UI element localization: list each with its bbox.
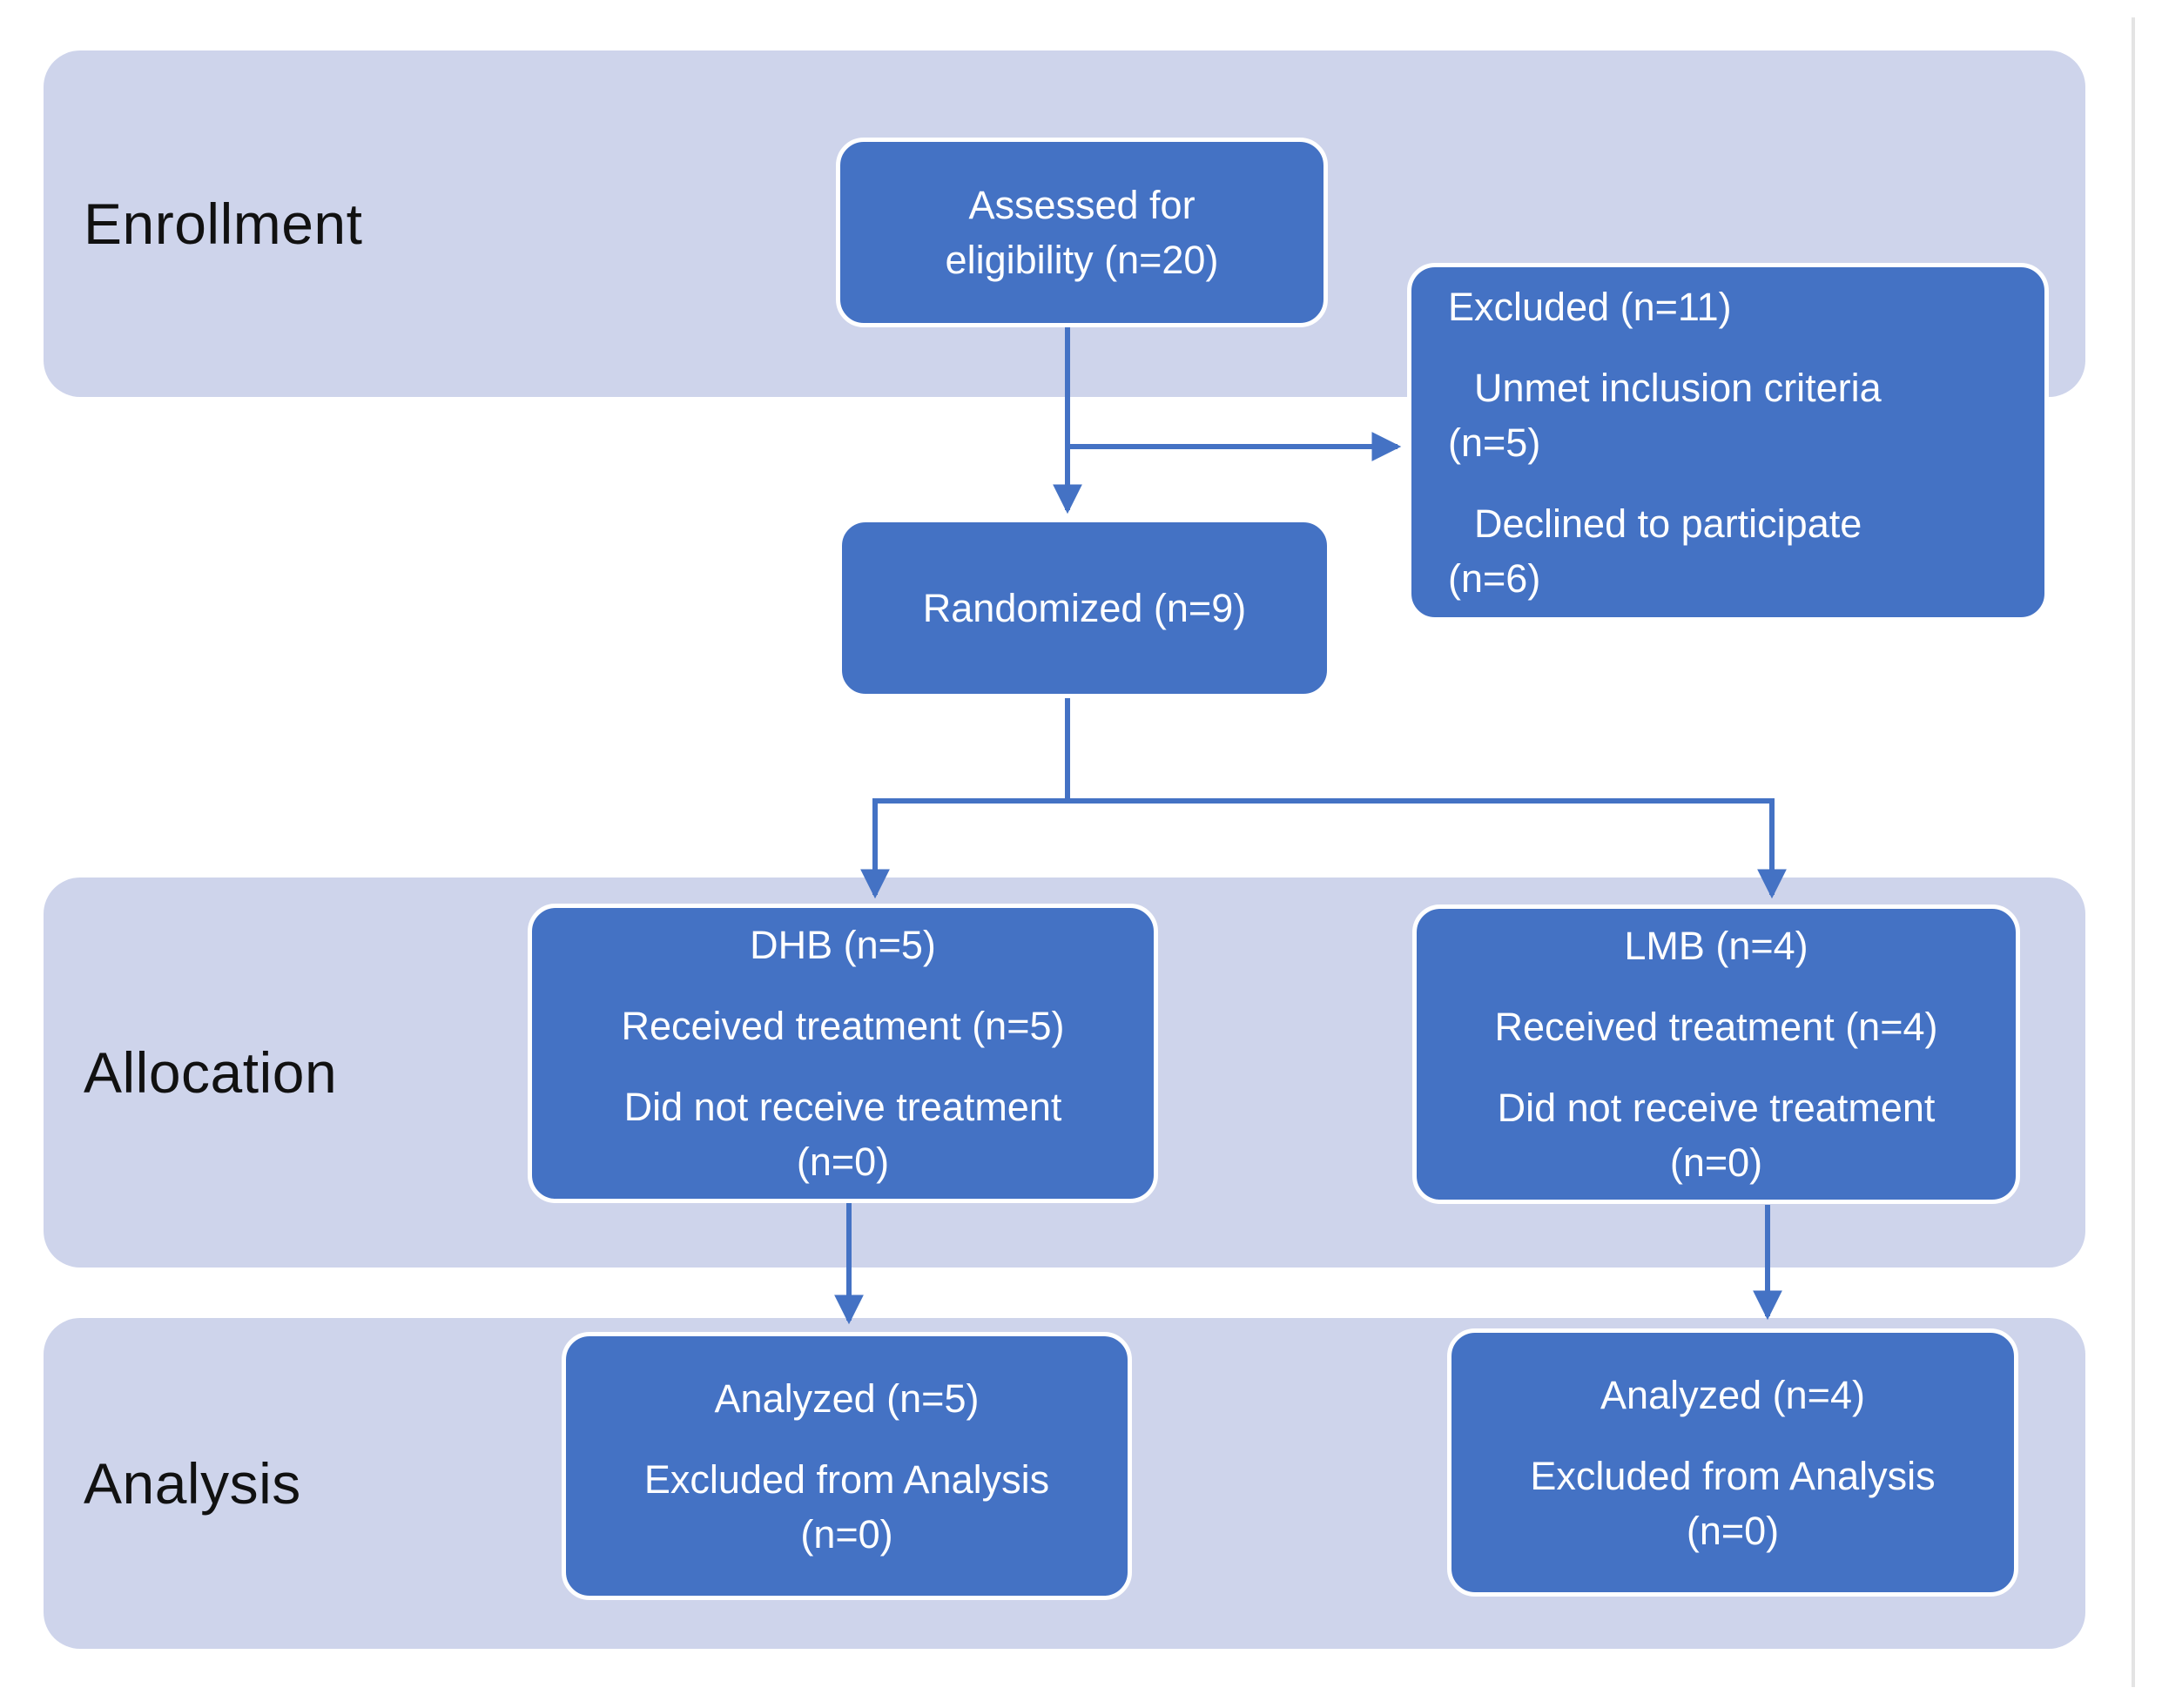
analysis-label: Analysis (84, 1451, 301, 1516)
excluded-reason-count: (n=5) (1448, 420, 1541, 465)
assessed-line: Assessed for (968, 183, 1195, 227)
randomized-box: Randomized (n=9) (838, 518, 1331, 698)
lmb-allocation-box: LMB (n=4) Received treatment (n=4) Did n… (1412, 904, 2020, 1204)
assessed-line: eligibility (n=20) (945, 238, 1219, 282)
analyzed-dhb-box: Analyzed (n=5) Excluded from Analysis (n… (562, 1332, 1132, 1600)
assessed-for-eligibility-box: Assessed for eligibility (n=20) (836, 138, 1328, 327)
dhb-received: Received treatment (n=5) (621, 1004, 1065, 1048)
analyzed-excluded-count: (n=0) (1686, 1508, 1780, 1553)
enrollment-label: Enrollment (84, 192, 363, 256)
dhb-not-received: Did not receive treatment (623, 1085, 1062, 1129)
excluded-reason: Declined to participate (1474, 501, 1862, 546)
dhb-not-received-count: (n=0) (796, 1140, 890, 1184)
excluded-box: Excluded (n=11) Unmet inclusion criteria… (1407, 263, 2049, 622)
analyzed-excluded: Excluded from Analysis (1530, 1453, 1936, 1498)
allocation-label: Allocation (84, 1040, 338, 1105)
excluded-title: Excluded (n=11) (1448, 284, 1732, 329)
analyzed-excluded-count: (n=0) (800, 1511, 893, 1557)
excluded-reason-count: (n=6) (1448, 555, 1541, 601)
dhb-title: DHB (n=5) (750, 923, 936, 967)
analyzed-title: Analyzed (n=5) (714, 1375, 980, 1421)
dhb-allocation-box: DHB (n=5) Received treatment (n=5) Did n… (528, 904, 1158, 1203)
randomized-line: Randomized (n=9) (922, 586, 1247, 630)
analyzed-title: Analyzed (n=4) (1600, 1372, 1865, 1417)
lmb-title: LMB (n=4) (1624, 924, 1808, 968)
page-edge-line (2132, 17, 2135, 1687)
analyzed-lmb-box: Analyzed (n=4) Excluded from Analysis (n… (1447, 1328, 2018, 1597)
analyzed-excluded: Excluded from Analysis (643, 1456, 1050, 1502)
lmb-received: Received treatment (n=4) (1494, 1005, 1938, 1049)
excluded-reason: Unmet inclusion criteria (1474, 365, 1882, 410)
lmb-not-received-count: (n=0) (1669, 1140, 1763, 1185)
lmb-not-received: Did not receive treatment (1497, 1086, 1936, 1130)
